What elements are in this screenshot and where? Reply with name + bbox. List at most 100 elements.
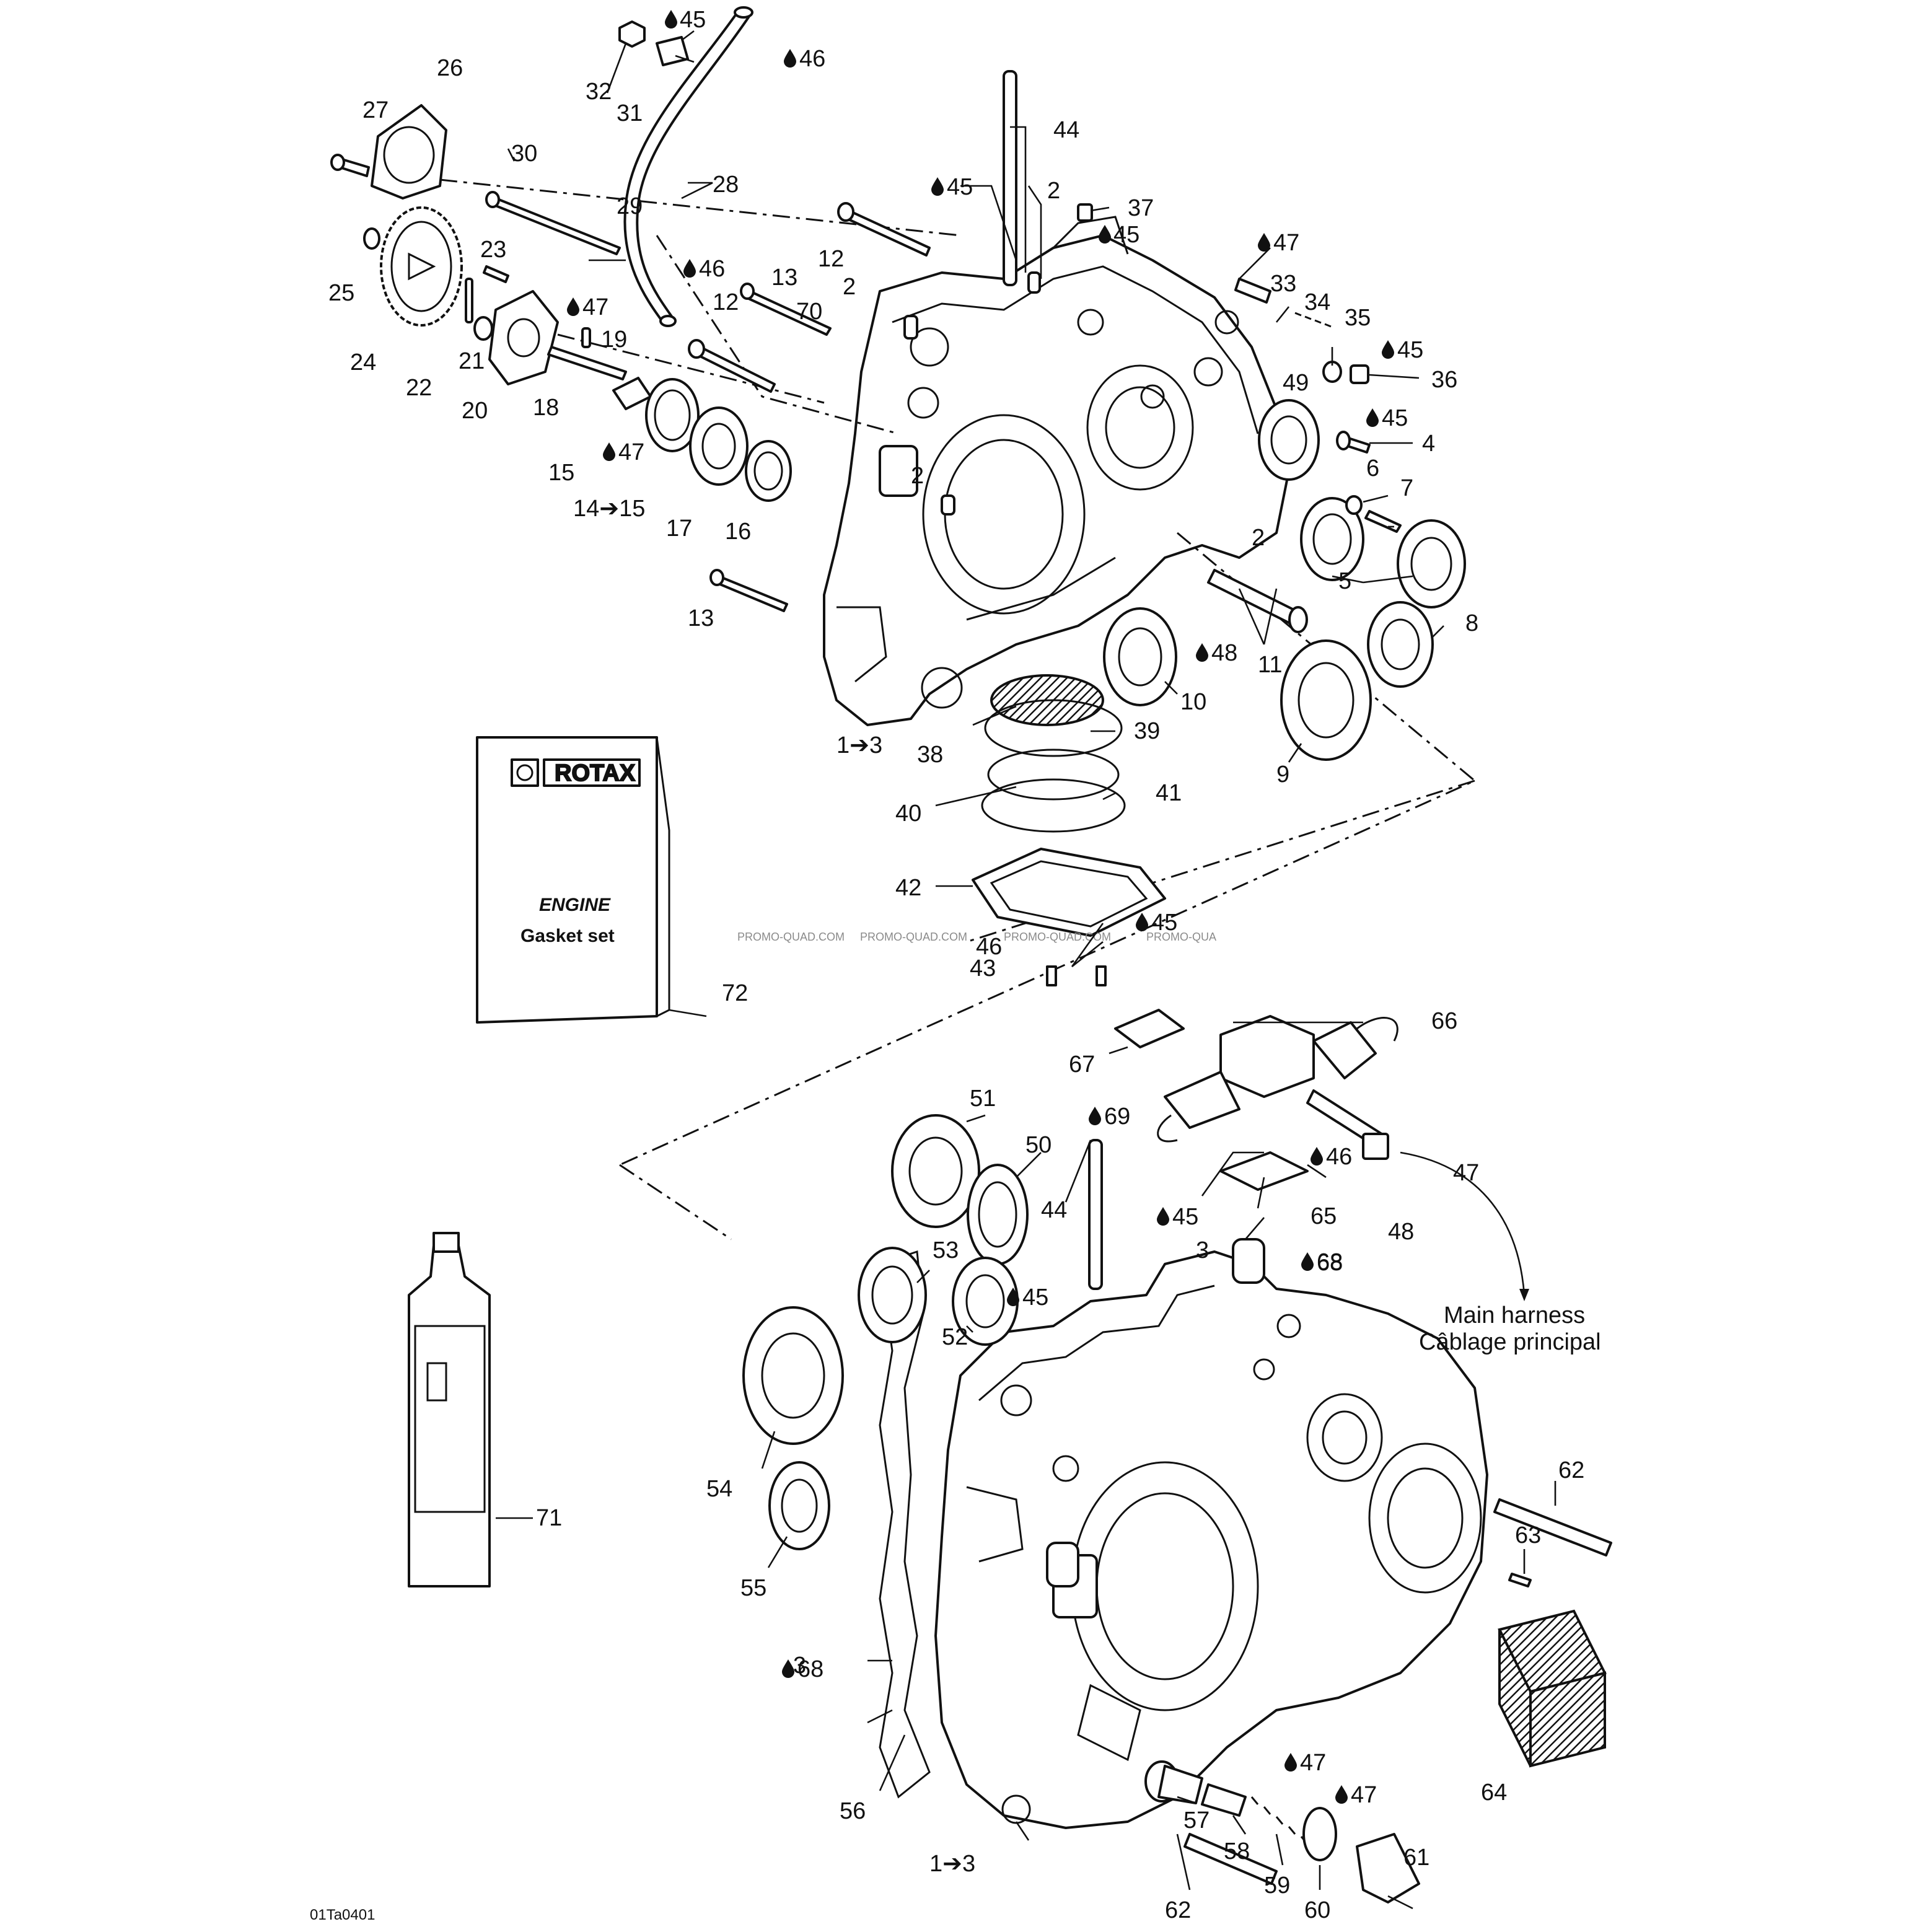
callout-48-part: 48	[1388, 1219, 1414, 1245]
callout-68-part: 68	[1317, 1250, 1343, 1276]
assembly-line	[557, 333, 825, 404]
callout-66: 66	[1431, 1008, 1457, 1034]
callout-4: 4	[1422, 431, 1435, 457]
lubricant-notes: 45 46 45 45 47 46 47 45 45 47 48 45 69 4…	[567, 7, 1423, 1808]
svg-text:45: 45	[1151, 910, 1177, 936]
callout-2: 2	[1252, 525, 1265, 551]
svg-text:47: 47	[582, 294, 608, 320]
callout-53: 53	[933, 1237, 959, 1263]
callout-60: 60	[1304, 1897, 1330, 1923]
clamp	[656, 36, 689, 66]
callout-43: 43	[970, 955, 996, 981]
dowel-pin	[941, 494, 955, 516]
svg-text:47: 47	[1351, 1782, 1377, 1808]
callout-7: 7	[1400, 475, 1413, 501]
callout-38: 38	[917, 742, 943, 768]
bolts	[485, 191, 931, 612]
lower-bearings	[742, 1114, 1029, 1550]
callout-1-3: 1➔3	[836, 732, 882, 758]
svg-text:47: 47	[1300, 1750, 1326, 1776]
callout-46-part: 46	[976, 934, 1002, 960]
stud	[1088, 1139, 1103, 1290]
svg-text:68: 68	[797, 1656, 823, 1682]
assembly-line	[619, 1164, 732, 1240]
callout-12: 12	[818, 246, 844, 272]
callout-33: 33	[1270, 271, 1296, 297]
callout-58: 58	[1224, 1838, 1250, 1864]
callout-20: 20	[462, 398, 488, 424]
breather-assembly	[1114, 1009, 1399, 1191]
callout-22: 22	[406, 375, 432, 401]
harness-label-en: Main harness	[1444, 1302, 1585, 1328]
svg-text:PROMO-QUAD.COM: PROMO-QUAD.COM	[737, 931, 845, 943]
callout-50: 50	[1025, 1132, 1052, 1158]
leader-lines	[496, 30, 1557, 1910]
callout-62: 62	[1165, 1897, 1191, 1923]
dowel-pin	[903, 315, 918, 340]
callout-41: 41	[1156, 780, 1182, 806]
callout-32: 32	[586, 79, 612, 105]
svg-text:45: 45	[947, 174, 973, 200]
callout-64: 64	[1481, 1780, 1507, 1806]
callout-12: 12	[713, 289, 739, 315]
callout-36: 36	[1431, 367, 1457, 393]
callout-1-3: 1➔3	[929, 1851, 975, 1877]
svg-text:46: 46	[799, 46, 825, 72]
shaft	[1207, 569, 1302, 627]
svg-text:PROMO-QUAD.COM: PROMO-QUAD.COM	[1004, 931, 1111, 943]
callout-42: 42	[895, 875, 921, 901]
svg-text:68: 68	[1317, 1249, 1343, 1275]
svg-text:PROMO-QUA: PROMO-QUA	[1146, 931, 1216, 943]
callout-24: 24	[350, 349, 376, 375]
callout-39: 39	[1134, 718, 1160, 744]
gasket-book-title: ENGINE	[539, 895, 611, 915]
callout-47-part: 47	[1453, 1160, 1479, 1186]
callout-27: 27	[362, 97, 389, 123]
callout-8: 8	[1465, 610, 1478, 636]
callout-9: 9	[1276, 762, 1289, 788]
dowel-pin	[1027, 271, 1041, 294]
callout-labels: 1➔3 1➔3 2 2 2 2 3 3 4 5 6 7 8 9 10 11 12…	[328, 55, 1584, 1923]
lower-crankcase-half	[934, 1250, 1488, 1829]
callout-5: 5	[1338, 568, 1351, 594]
svg-text:45: 45	[680, 7, 706, 33]
callout-6: 6	[1366, 455, 1379, 481]
svg-text:46: 46	[699, 256, 725, 282]
svg-text:47: 47	[618, 439, 644, 465]
callout-26: 26	[437, 55, 463, 81]
assembly-line	[619, 532, 1477, 1166]
svg-text:46: 46	[1326, 1144, 1352, 1170]
drawing-code: 01Ta0401	[310, 1907, 375, 1923]
callout-44: 44	[1041, 1197, 1067, 1223]
callout-65: 65	[1311, 1203, 1337, 1229]
gasket-book-subtitle: Gasket set	[520, 926, 615, 946]
svg-text:PROMO-QUAD.COM: PROMO-QUAD.COM	[860, 931, 967, 943]
callout-21: 21	[459, 348, 485, 374]
callout-11: 11	[1258, 652, 1282, 678]
svg-text:45: 45	[1172, 1204, 1198, 1230]
svg-text:48: 48	[1211, 640, 1237, 666]
callout-62: 62	[1558, 1457, 1584, 1483]
callout-2: 2	[911, 463, 924, 489]
oil-strainer	[972, 674, 1166, 986]
callout-14-15: 14➔15	[573, 496, 645, 522]
callout-49: 49	[1283, 370, 1309, 396]
callout-3: 3	[1196, 1237, 1209, 1263]
oil-pump-cover	[330, 104, 447, 200]
svg-text:45: 45	[1382, 405, 1408, 431]
callout-3: 3	[793, 1653, 806, 1679]
assembly-line	[656, 235, 899, 435]
callout-44: 44	[1053, 117, 1079, 143]
gasket-book-brand: ROTAX	[555, 760, 636, 786]
callout-15: 15	[548, 460, 574, 486]
callout-72: 72	[722, 980, 748, 1006]
callout-10: 10	[1180, 689, 1206, 715]
callout-30: 30	[511, 141, 537, 167]
svg-text:47: 47	[1273, 230, 1299, 256]
callout-71: 71	[536, 1505, 562, 1531]
callout-19: 19	[601, 327, 627, 353]
callout-35: 35	[1345, 305, 1371, 331]
callout-2: 2	[1047, 178, 1060, 204]
crankcase-gasket	[879, 1250, 931, 1799]
